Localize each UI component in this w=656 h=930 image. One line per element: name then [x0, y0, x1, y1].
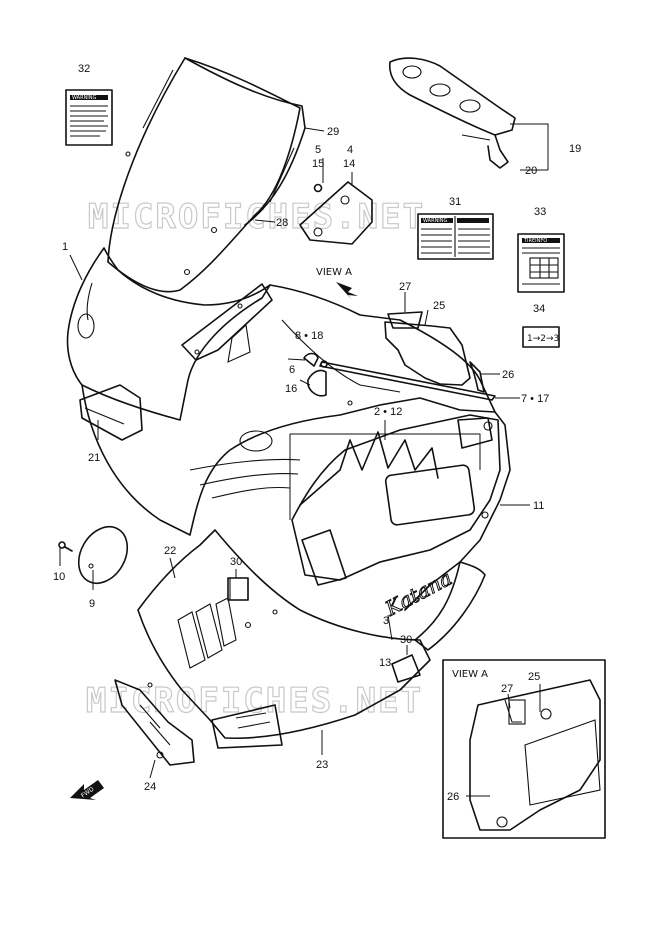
label-32-header: WARNING [72, 95, 97, 101]
inset-title: VIEW A [452, 669, 488, 680]
callout-7-17: 7 • 17 [521, 393, 549, 405]
view-a-label: VIEW A [316, 267, 352, 278]
screw-15 [313, 183, 323, 193]
windscreen-28 [107, 57, 306, 293]
bracket-24 [114, 679, 195, 766]
inset-callout-27: 27 [501, 683, 513, 695]
callout-33: 33 [534, 206, 546, 218]
callout-29: 29 [327, 126, 339, 138]
callout-31: 31 [449, 196, 461, 208]
callout-14: 14 [343, 158, 355, 170]
grommet-8 [303, 352, 319, 367]
stay-19 [388, 57, 516, 169]
callout-21: 21 [88, 452, 100, 464]
upper-cowl-1 [66, 247, 273, 421]
label-33-header: TIREINFO [523, 238, 547, 244]
callout-6: 6 [289, 364, 295, 376]
label-31-header: WARNING [423, 218, 448, 224]
callout-24: 24 [144, 781, 156, 793]
callout-25: 25 [433, 300, 445, 312]
callout-9: 9 [89, 598, 95, 610]
clip-30-right [391, 654, 421, 683]
side-trim-11 [414, 561, 486, 651]
inset-callout-25: 25 [528, 671, 540, 683]
view-a-arrow [336, 282, 358, 300]
seal-26 [469, 361, 485, 393]
clip-30-left [227, 577, 249, 601]
label-34: 1→2→3 [522, 326, 560, 348]
panel-25 [384, 321, 471, 386]
callout-16: 16 [285, 383, 297, 395]
callout-numbers: 1 2 • 12 3 4 5 6 7 • 17 8 • 18 9 10 11 1… [53, 63, 581, 803]
callout-32: 32 [78, 63, 90, 75]
warning-label-32: WARNING [65, 89, 113, 146]
callout-10: 10 [53, 571, 65, 583]
callout-3: 3 [383, 615, 389, 627]
watermark-top: MICROFICHES.NET [88, 197, 425, 237]
cover-9 [77, 525, 129, 585]
callout-13: 13 [379, 657, 391, 669]
callout-15: 15 [312, 158, 324, 170]
fwd-arrow: FWD [70, 780, 104, 800]
callout-11: 11 [533, 500, 544, 512]
callout-8-18: 8 • 18 [295, 330, 323, 342]
callout-27: 27 [399, 281, 411, 293]
callout-26: 26 [502, 369, 514, 381]
main-cowl-body [81, 284, 511, 611]
view-a-inset: VIEW A [442, 659, 606, 839]
callout-23: 23 [316, 759, 328, 771]
leader-lines [59, 123, 549, 797]
inset-callout-26: 26 [447, 791, 459, 803]
callout-4: 4 [347, 144, 353, 156]
callout-5: 5 [315, 144, 321, 156]
tire-info-label-33: TIREINFO [517, 233, 565, 293]
strip-7 [319, 360, 496, 401]
callout-22: 22 [164, 545, 176, 557]
callout-30-left: 30 [230, 556, 242, 568]
grommet-16 [307, 369, 327, 397]
callout-28: 28 [276, 217, 288, 229]
label-34-text: 1→2→3 [527, 334, 559, 344]
callout-19: 19 [569, 143, 581, 155]
inner-panel-21 [79, 384, 143, 441]
callout-34: 34 [533, 303, 545, 315]
bracket-14 [299, 181, 373, 245]
callout-2-12: 2 • 12 [374, 406, 402, 418]
warning-label-31: WARNING [417, 213, 494, 260]
callout-1: 1 [62, 241, 68, 253]
pad-27 [387, 311, 423, 329]
callout-30-right: 30 [400, 634, 412, 646]
screw-10 [58, 541, 73, 552]
katana-brand-script: Katana [380, 566, 455, 621]
callout-20: 20 [525, 165, 537, 177]
side-graphic-panel-2: Katana [291, 414, 501, 622]
